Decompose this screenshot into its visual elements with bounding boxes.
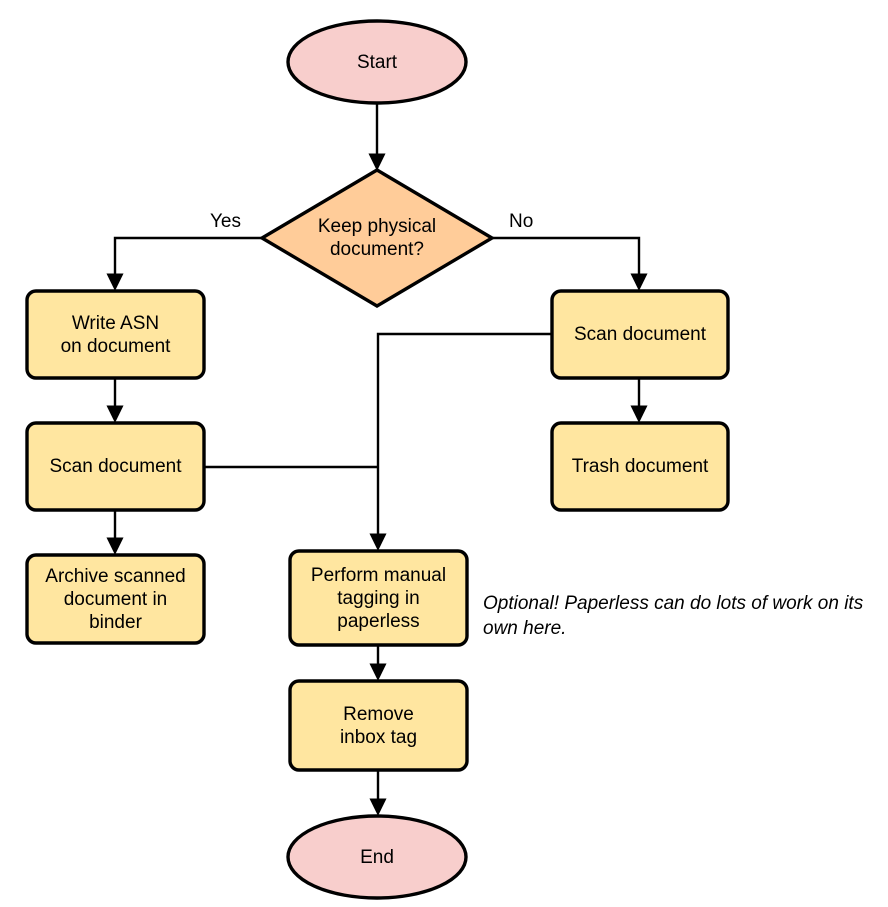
edge-decision-no-to-scan-right	[492, 236, 648, 291]
edge-merge-to-manual-tagging	[369, 332, 552, 551]
node-scan-document-left-shape[interactable]	[25, 421, 206, 512]
node-end-shape[interactable]	[286, 814, 468, 900]
optional-annotation-text: Optional! Paperless can do lots of work …	[483, 593, 864, 639]
edge-group	[106, 104, 648, 816]
node-start-shape[interactable]	[286, 19, 468, 105]
node-archive-scanned-shape[interactable]	[25, 553, 206, 645]
node-trash-document-shape[interactable]	[550, 421, 730, 512]
node-keep-physical-document-shape[interactable]	[258, 168, 496, 308]
edge-label-yes: Yes	[210, 211, 241, 232]
edge-label-no: No	[509, 211, 534, 232]
edge-decision-yes-to-write-asn	[106, 236, 262, 291]
node-write-asn-shape[interactable]	[25, 289, 206, 380]
node-manual-tagging-shape[interactable]	[288, 549, 469, 647]
node-scan-document-right-shape[interactable]	[550, 289, 730, 380]
node-remove-inbox-tag-shape[interactable]	[288, 679, 469, 772]
